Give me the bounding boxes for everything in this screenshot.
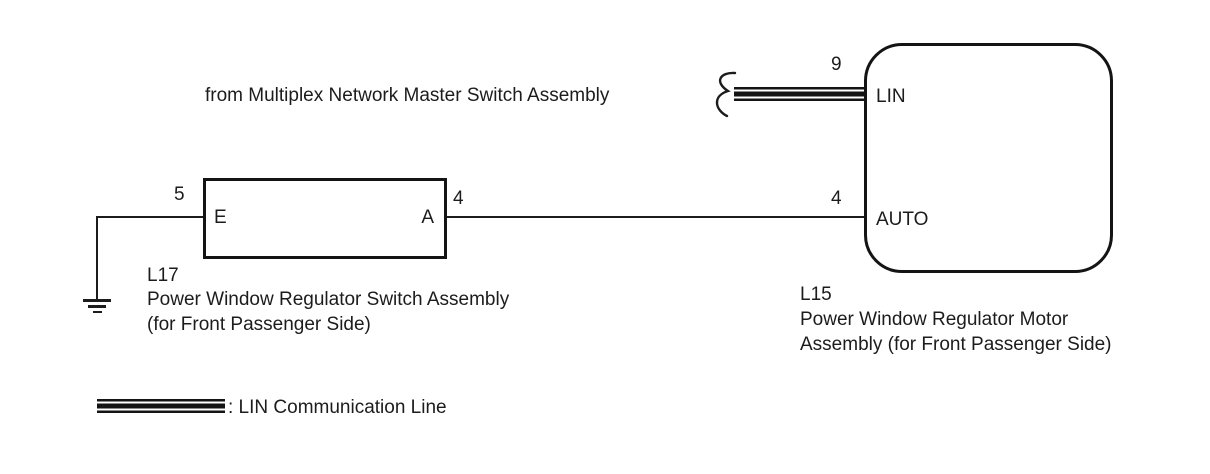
motor-pin-lin-number: 9 [831,54,842,75]
motor-pin-auto-number: 4 [831,188,842,209]
switch-assembly-name-line1: Power Window Regulator Switch Assembly [147,289,510,310]
switch-assembly-name-line2: (for Front Passenger Side) [147,314,371,335]
motor-pin-auto-label: AUTO [876,209,929,230]
motor-assembly-name-line1: Power Window Regulator Motor [800,309,1069,330]
switch-assembly-box: E A [203,178,447,259]
ground-wire-vertical [96,216,98,300]
auto-signal-wire [447,216,864,218]
source-label: from Multiplex Network Master Switch Ass… [205,85,610,106]
switch-assembly-code: L17 [147,265,179,286]
switch-pin-e-number: 5 [174,184,185,205]
wire-break-icon [708,70,738,118]
switch-pin-e-label: E [214,207,227,228]
motor-assembly-box: LIN AUTO [864,43,1113,273]
ground-wire-horizontal [97,216,203,218]
legend-lin-line-sample [97,399,225,413]
switch-pin-a-number: 4 [453,188,464,209]
motor-pin-lin-label: LIN [876,86,906,107]
switch-pin-a-label: A [421,207,434,228]
motor-assembly-code: L15 [800,284,832,305]
lin-communication-wire [734,87,864,101]
legend-label: : LIN Communication Line [228,397,447,418]
motor-assembly-name-line2: Assembly (for Front Passenger Side) [800,334,1112,355]
